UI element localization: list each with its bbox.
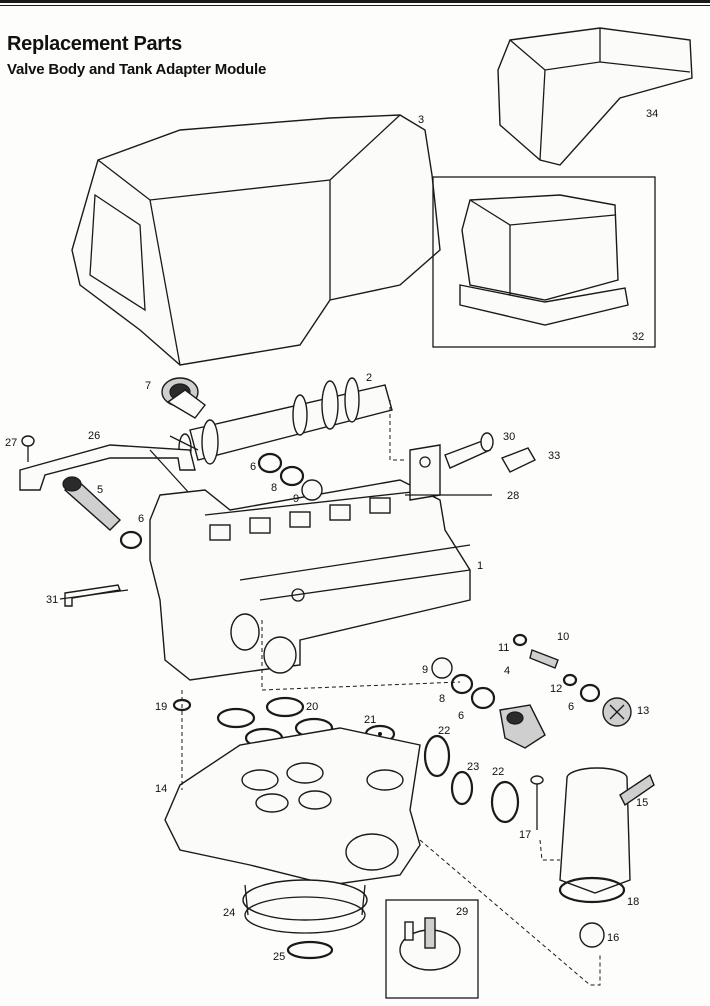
top-rule-thin <box>0 5 710 6</box>
part-1-valve-body <box>149 444 471 681</box>
part-5-screw <box>62 476 122 531</box>
callout-11: 11 <box>498 642 509 654</box>
page-subtitle: Valve Body and Tank Adapter Module <box>7 61 267 78</box>
oring-22-left <box>423 734 451 778</box>
ball-9-upper <box>301 479 323 501</box>
ball-9-right <box>431 657 453 679</box>
oring-8-upper <box>279 465 305 487</box>
callout-23: 23 <box>467 761 479 773</box>
callout-2: 2 <box>366 372 372 384</box>
callout-6a: 6 <box>250 461 256 473</box>
oring-6-upper <box>257 452 283 474</box>
part-3-large-cover <box>71 114 441 366</box>
part-2-piston <box>178 377 393 465</box>
top-rule <box>0 0 710 3</box>
callout-8a: 8 <box>271 482 277 494</box>
callout-8b: 8 <box>439 693 445 705</box>
part-17-bolt <box>530 775 544 830</box>
part-4-injector <box>499 704 546 749</box>
part-14-tank-adapter <box>164 727 421 886</box>
ball-16 <box>579 922 605 948</box>
callout-22b: 22 <box>492 766 504 778</box>
callout-6d: 6 <box>458 710 464 722</box>
part-10-11-12-assembly <box>512 633 578 687</box>
part-34-small-cover <box>497 27 693 166</box>
callout-27: 27 <box>5 437 17 449</box>
callout-9b: 9 <box>422 664 428 676</box>
callout-32: 32 <box>632 331 644 343</box>
oring-18 <box>558 876 626 904</box>
gasket-20 <box>216 696 334 749</box>
callout-33: 33 <box>548 450 560 462</box>
callout-18: 18 <box>627 896 639 908</box>
oring-22-right <box>490 780 520 824</box>
callout-21: 21 <box>364 714 376 726</box>
callout-12: 12 <box>550 683 562 695</box>
part-15-housing <box>559 767 655 894</box>
oring-6-far-right <box>579 683 601 703</box>
oring-25 <box>286 940 334 960</box>
oring-6-right <box>470 686 496 710</box>
part-30-fitting <box>444 432 494 469</box>
part-31-clip <box>64 584 121 607</box>
callout-1: 1 <box>477 560 483 572</box>
callout-14: 14 <box>155 783 167 795</box>
callout-17: 17 <box>519 829 531 841</box>
part-7-end-plug <box>161 377 206 419</box>
callout-31: 31 <box>46 594 58 606</box>
oring-23 <box>450 770 474 806</box>
callout-3: 3 <box>418 114 424 126</box>
callout-34: 34 <box>646 108 658 120</box>
callout-28: 28 <box>507 490 519 502</box>
callout-4: 4 <box>504 665 510 677</box>
callout-13: 13 <box>637 705 649 717</box>
callout-16: 16 <box>607 932 619 944</box>
callout-19: 19 <box>155 701 167 713</box>
part-13-cap <box>602 697 632 727</box>
page-title: Replacement Parts <box>7 33 182 55</box>
callout-25: 25 <box>273 951 285 963</box>
callout-30: 30 <box>503 431 515 443</box>
part-33-fitting <box>500 447 536 473</box>
part-24-adapter-base <box>242 879 368 934</box>
callout-29: 29 <box>456 906 468 918</box>
part-27-screw <box>21 435 35 462</box>
callout-6b: 6 <box>138 513 144 525</box>
oring-6-left <box>119 530 143 550</box>
callout-24: 24 <box>223 907 235 919</box>
part-29-inset <box>385 899 479 999</box>
part-32-inset <box>432 176 656 348</box>
callout-6c: 6 <box>568 701 574 713</box>
callout-10: 10 <box>557 631 569 643</box>
oring-8-right <box>450 673 474 695</box>
callout-7: 7 <box>145 380 151 392</box>
callout-5: 5 <box>97 484 103 496</box>
callout-20: 20 <box>306 701 318 713</box>
callout-9a: 9 <box>293 493 299 505</box>
callout-15: 15 <box>636 797 648 809</box>
callout-22a: 22 <box>438 725 450 737</box>
callout-26: 26 <box>88 430 100 442</box>
